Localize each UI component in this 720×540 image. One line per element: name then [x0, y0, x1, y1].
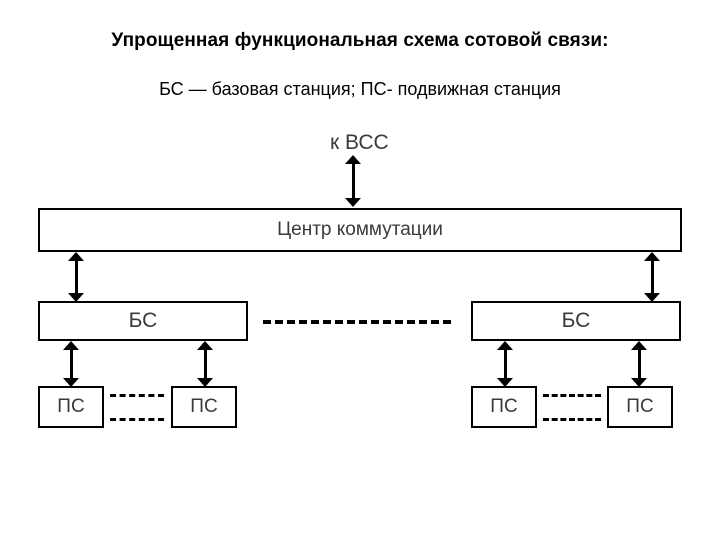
- arrow-bs-right-to-ps-3: [497, 341, 513, 387]
- arrow-shaft: [638, 348, 641, 380]
- arrow-head-up-icon: [68, 252, 84, 261]
- dashed-link-between-base-stations: [263, 320, 451, 324]
- mobile-station-4-box: ПС: [607, 386, 673, 428]
- arrow-bs-left-to-ps-1: [63, 341, 79, 387]
- arrow-head-down-icon: [68, 293, 84, 302]
- mobile-station-1-box: ПС: [38, 386, 104, 428]
- arrow-shaft: [504, 348, 507, 380]
- mobile-station-2-box: ПС: [171, 386, 237, 428]
- arrow-head-up-icon: [63, 341, 79, 350]
- dashed-link-ps3-ps4-upper: [543, 394, 601, 397]
- base-station-right-label: БС: [561, 309, 591, 332]
- switching-center-box: Центр коммутации: [38, 208, 682, 252]
- arrow-shaft: [75, 259, 78, 295]
- switching-center-label: Центр коммутации: [277, 219, 443, 240]
- page-title: Упрощенная функциональная схема сотовой …: [111, 30, 609, 51]
- base-station-right-box: БС: [471, 301, 681, 341]
- arrow-shaft: [204, 348, 207, 380]
- arrow-switching-center-to-bs-right: [644, 252, 660, 302]
- arrow-shaft: [352, 162, 355, 200]
- arrow-head-up-icon: [197, 341, 213, 350]
- mobile-station-1-label: ПС: [57, 396, 85, 417]
- arrow-head-up-icon: [497, 341, 513, 350]
- mobile-station-2-label: ПС: [190, 396, 218, 417]
- arrow-head-down-icon: [197, 378, 213, 387]
- arrow-head-down-icon: [644, 293, 660, 302]
- dashed-link-ps1-ps2-lower: [110, 418, 164, 421]
- arrow-switching-center-to-bs-left: [68, 252, 84, 302]
- arrow-head-down-icon: [345, 198, 361, 207]
- arrow-head-down-icon: [631, 378, 647, 387]
- mobile-station-4-label: ПС: [626, 396, 654, 417]
- arrow-bs-left-to-ps-2: [197, 341, 213, 387]
- dashed-link-ps3-ps4-lower: [543, 418, 601, 421]
- arrow-head-up-icon: [345, 155, 361, 164]
- arrow-head-down-icon: [497, 378, 513, 387]
- arrow-head-up-icon: [631, 341, 647, 350]
- base-station-left-box: БС: [38, 301, 248, 341]
- arrow-head-up-icon: [644, 252, 660, 261]
- arrow-shaft: [651, 259, 654, 295]
- page-subtitle: БС — базовая станция; ПС- подвижная стан…: [159, 79, 561, 99]
- arrow-head-down-icon: [63, 378, 79, 387]
- arrow-shaft: [70, 348, 73, 380]
- dashed-link-ps1-ps2-upper: [110, 394, 164, 397]
- mobile-station-3-label: ПС: [490, 396, 518, 417]
- arrow-switching-center-to-external: [345, 155, 361, 207]
- external-network-label: к ВСС: [330, 131, 389, 154]
- mobile-station-3-box: ПС: [471, 386, 537, 428]
- base-station-left-label: БС: [128, 309, 158, 332]
- arrow-bs-right-to-ps-4: [631, 341, 647, 387]
